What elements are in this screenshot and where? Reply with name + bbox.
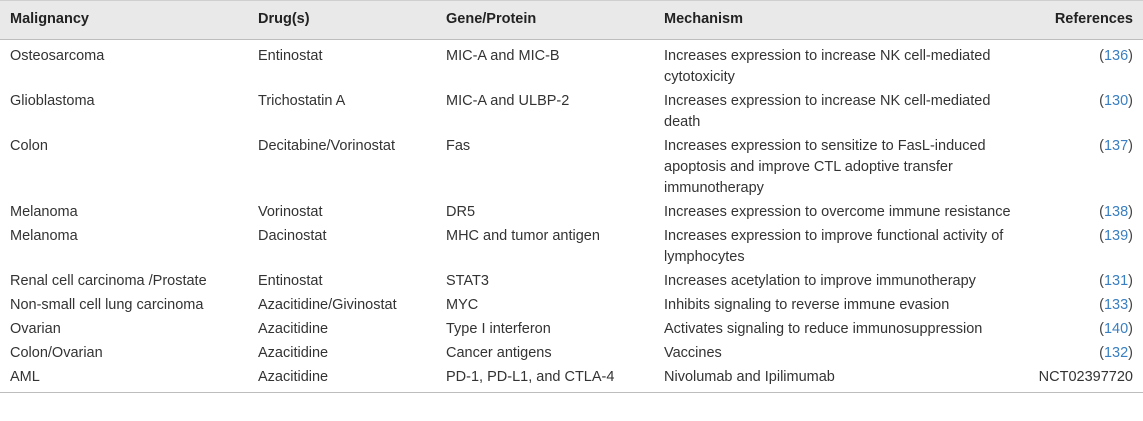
reference-link[interactable]: 137 <box>1103 138 1129 154</box>
cell-reference: NCT02397720 <box>1026 365 1143 393</box>
reference-link[interactable]: 138 <box>1103 204 1129 220</box>
cell-malignancy: Glioblastoma <box>10 93 95 109</box>
paren-close: ) <box>1128 273 1133 289</box>
cell-malignancy: AML <box>0 365 248 393</box>
reference-link[interactable]: 133 <box>1103 297 1129 313</box>
cell-reference: (140) <box>1026 317 1143 341</box>
cell-drugs: Dacinostat <box>258 228 327 244</box>
cell-drugs: Azacitidine <box>258 345 329 361</box>
cell-gene-protein: Fas <box>446 138 471 154</box>
cell-gene-protein: MHC and tumor antigen <box>446 228 600 244</box>
data-table: Malignancy Drug(s) Gene/Protein Mechanis… <box>0 0 1143 393</box>
cell-reference: (130) <box>1026 89 1143 134</box>
cell-gene-protein: MIC-A and ULBP-2 <box>446 93 570 109</box>
cell-reference: (131) <box>1026 269 1143 293</box>
reference-link[interactable]: 140 <box>1103 321 1129 337</box>
cell-reference: (137) <box>1026 134 1143 200</box>
table-row: Melanoma Dacinostat MHC and tumor antigen I… <box>0 224 1143 269</box>
header-malignancy: Malignancy <box>0 0 248 40</box>
paren-close: ) <box>1128 93 1133 109</box>
cell-gene-protein: Type I interferon <box>446 321 551 337</box>
paren-open: ( <box>1099 93 1104 109</box>
cell-gene-protein: Cancer antigens <box>446 345 552 361</box>
cell-mechanism: Increases expression to overcome immune … <box>664 204 1011 220</box>
cell-reference: (132) <box>1026 341 1143 365</box>
cell-drugs: Azacitidine <box>258 321 329 337</box>
header-drugs: Drug(s) <box>248 0 436 40</box>
cell-gene-protein: PD-1, PD-L1, and CTLA-4 <box>436 365 654 393</box>
reference-link[interactable]: 136 <box>1103 48 1129 64</box>
paren-open: ( <box>1099 273 1104 289</box>
cell-reference: (138) <box>1026 200 1143 224</box>
cell-mechanism: Increases expression to improve function… <box>664 228 1004 265</box>
table-row: Ovarian Azacitidine Type I interferon Activ… <box>0 317 1143 341</box>
table-row: Glioblastoma Trichostatin A MIC-A and ULBP… <box>0 89 1143 134</box>
cell-gene-protein: DR5 <box>446 204 476 220</box>
paren-close: ) <box>1128 345 1133 361</box>
paren-open: ( <box>1099 321 1104 337</box>
cell-drugs: Entinostat <box>258 48 323 64</box>
cell-malignancy: Melanoma <box>10 204 78 220</box>
cell-drugs: Azacitidine <box>248 365 436 393</box>
cell-mechanism: Increases expression to increase NK cell… <box>664 93 991 130</box>
cell-mechanism: Activates signaling to reduce immunosupp… <box>664 321 983 337</box>
cell-malignancy: Osteosarcoma <box>10 48 105 64</box>
cell-gene-protein: STAT3 <box>446 273 489 289</box>
paren-close: ) <box>1128 321 1133 337</box>
paren-open: ( <box>1099 138 1104 154</box>
cell-drugs: Trichostatin A <box>258 93 346 109</box>
cell-mechanism: Increases expression to increase NK cell… <box>664 48 991 85</box>
cell-malignancy: Ovarian <box>10 321 61 337</box>
cell-malignancy: Renal cell carcinoma /Prostate <box>10 273 207 289</box>
paren-close: ) <box>1128 297 1133 313</box>
table-row: Melanoma Vorinostat DR5 Increases expressio… <box>0 200 1143 224</box>
reference-link[interactable]: 132 <box>1103 345 1129 361</box>
table-row: Colon/Ovarian Azacitidine Cancer antigens V… <box>0 341 1143 365</box>
paren-open: ( <box>1099 228 1104 244</box>
paren-close: ) <box>1128 204 1133 220</box>
paren-open: ( <box>1099 345 1104 361</box>
table-row: Non-small cell lung carcinoma Azacitidine… <box>0 293 1143 317</box>
table-header: Malignancy Drug(s) Gene/Protein Mechanis… <box>0 0 1143 40</box>
paren-close: ) <box>1128 48 1133 64</box>
cell-mechanism: Increases acetylation to improve immunot… <box>664 273 976 289</box>
header-gene-protein: Gene/Protein <box>436 0 654 40</box>
cell-malignancy: Melanoma <box>10 228 78 244</box>
cell-gene-protein: MIC-A and MIC-B <box>446 48 560 64</box>
paren-open: ( <box>1099 297 1104 313</box>
header-row: Malignancy Drug(s) Gene/Protein Mechanis… <box>0 0 1143 40</box>
cell-malignancy: Colon <box>10 138 48 154</box>
cell-reference: (139) <box>1026 224 1143 269</box>
table-row: Osteosarcoma Entinostat MIC-A and MIC-B Inc… <box>0 40 1143 90</box>
reference-link[interactable]: 131 <box>1103 273 1129 289</box>
table-row: Colon Decitabine/Vorinostat Fas Increases e… <box>0 134 1143 200</box>
cell-mechanism: Nivolumab and Ipilimumab <box>654 365 1026 393</box>
cell-drugs: Azacitidine/Givinostat <box>258 297 397 313</box>
cell-drugs: Vorinostat <box>258 204 323 220</box>
cell-mechanism: Increases expression to sensitize to Fas… <box>664 138 986 196</box>
cell-reference: (136) <box>1026 40 1143 90</box>
cell-drugs: Entinostat <box>258 273 323 289</box>
cell-gene-protein: MYC <box>446 297 479 313</box>
header-mechanism: Mechanism <box>654 0 1026 40</box>
reference-link[interactable]: 139 <box>1103 228 1129 244</box>
cell-reference: (133) <box>1026 293 1143 317</box>
cell-malignancy: Non-small cell lung carcinoma <box>10 297 204 313</box>
paren-close: ) <box>1128 228 1133 244</box>
cell-drugs: Decitabine/Vorinostat <box>258 138 396 154</box>
paren-close: ) <box>1128 138 1133 154</box>
table-row: Renal cell carcinoma /Prostate Entinostat… <box>0 269 1143 293</box>
cell-mechanism: Vaccines <box>664 345 722 361</box>
paren-open: ( <box>1099 204 1104 220</box>
paren-open: ( <box>1099 48 1104 64</box>
reference-link[interactable]: 130 <box>1103 93 1129 109</box>
header-references: References <box>1026 0 1143 40</box>
cell-malignancy: Colon/Ovarian <box>10 345 103 361</box>
cell-mechanism: Inhibits signaling to reverse immune eva… <box>664 297 950 313</box>
